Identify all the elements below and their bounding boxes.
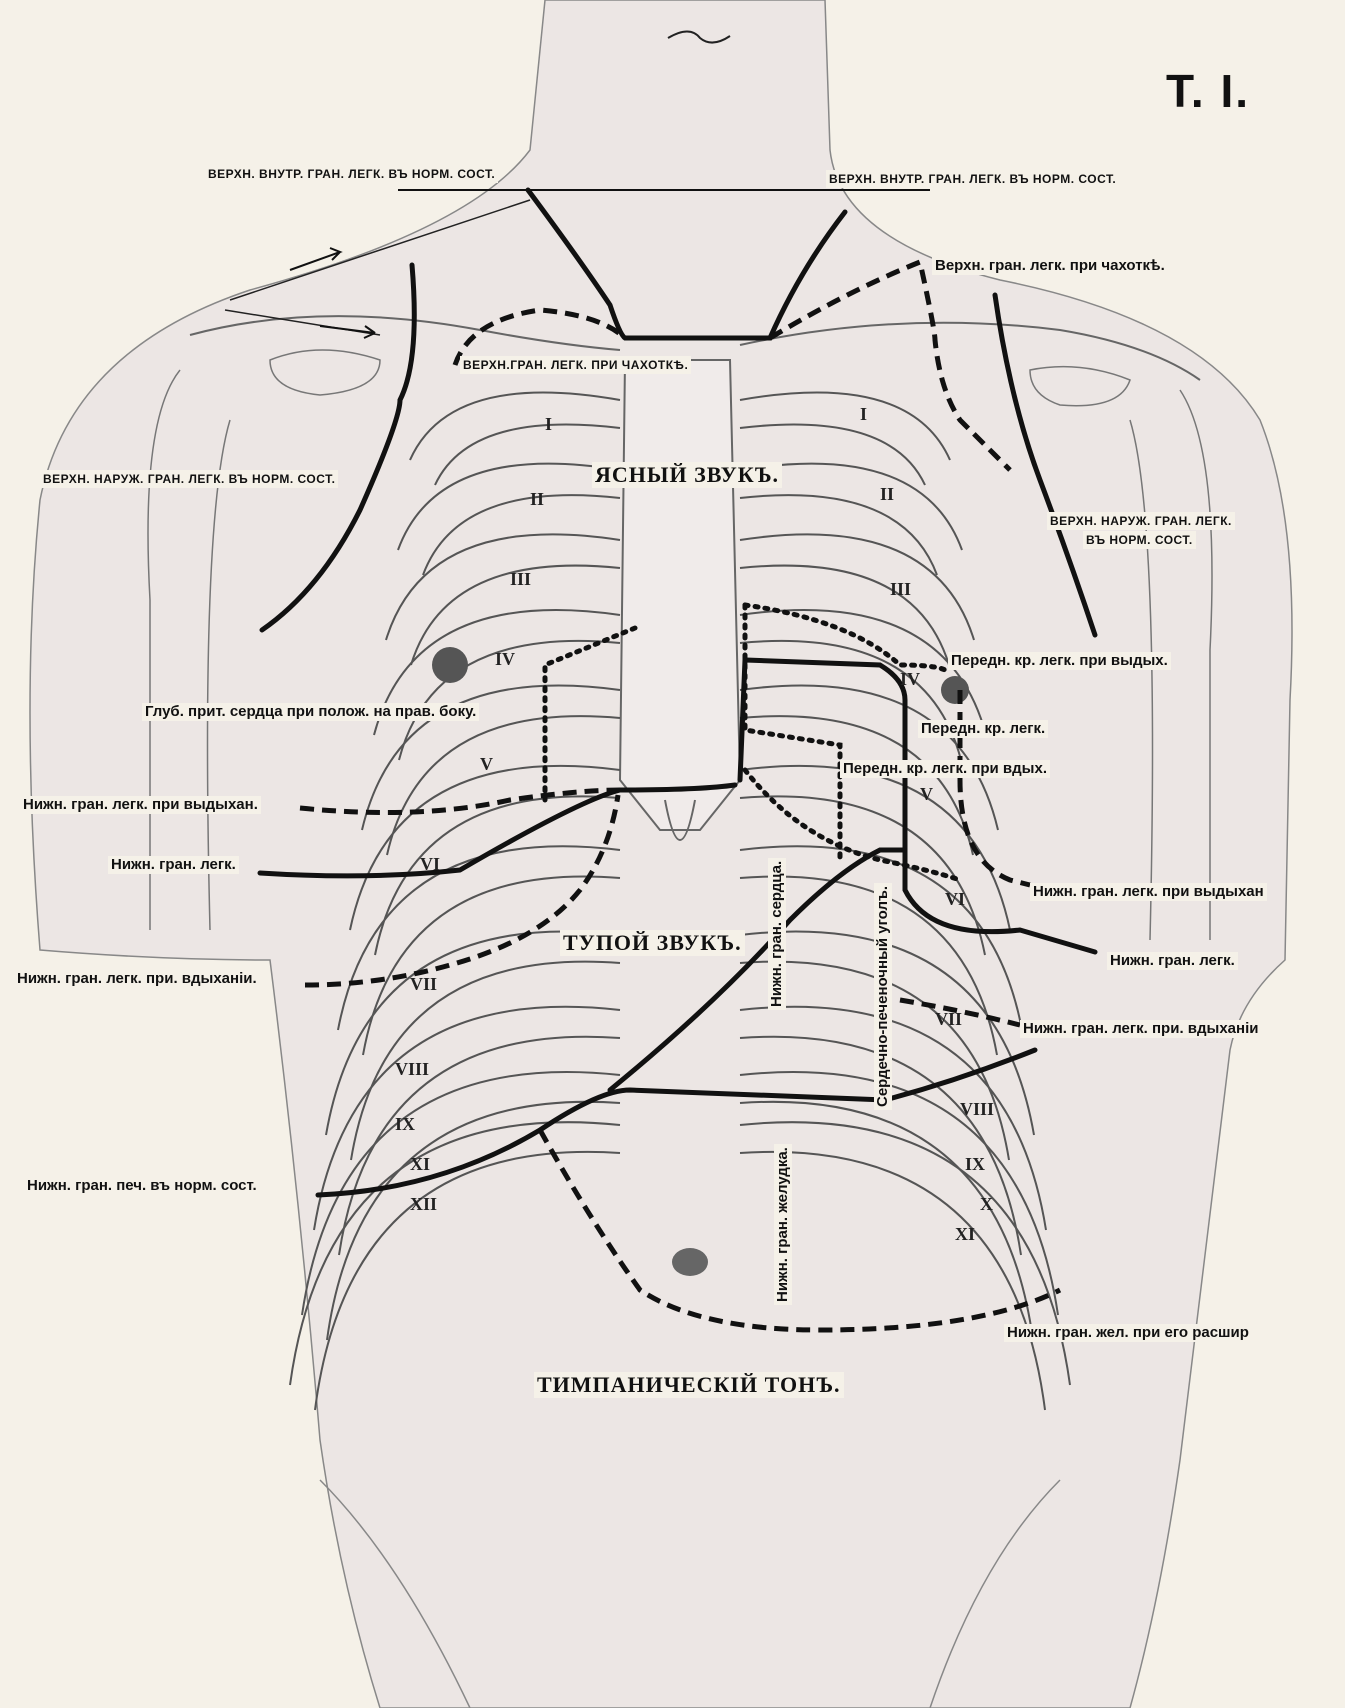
right-nipple (432, 647, 468, 683)
lower-inhale-left-label: Нижн. гран. легк. при. вдыханіи (1020, 1020, 1261, 1038)
upper-outer-left-label-line1: ВЕРХН. НАРУЖ. ГРАН. ЛЕГК. (1047, 512, 1235, 530)
rib-numeral-right: VIII (395, 1059, 429, 1079)
rib-numeral-left: VIII (960, 1099, 994, 1119)
cardiohepatic-angle-label: Сердечно-печеночный уголъ. (874, 883, 892, 1110)
lower-exhale-label: Нижн. гран. легк. при выдыхан. (20, 796, 261, 814)
rib-numeral-left: II (880, 484, 894, 504)
tympanic-tone-label: ТИМПАНИЧЕСКІЙ ТОНЪ. (534, 1372, 844, 1398)
upper-outer-boundary-label: ВЕРХН. НАРУЖ. ГРАН. ЛЕГК. ВЪ НОРМ. СОСТ. (40, 470, 338, 488)
lower-inhale-label: Нижн. гран. легк. при. вдыханіи. (14, 970, 260, 988)
lower-lung-label: Нижн. гран. легк. (108, 856, 239, 874)
rib-numeral-left: IV (900, 669, 920, 689)
rib-numeral-right: XI (410, 1154, 430, 1174)
upper-phthisis-label: Верхн. гран. легк. при чахоткѣ. (932, 257, 1168, 275)
sternum (620, 360, 740, 830)
stomach-dilated-label: Нижн. гран. жел. при его расшир (1004, 1324, 1252, 1342)
stomach-lower-boundary-label: Нижн. гран. желудка. (774, 1144, 792, 1305)
upper-outer-left-label-line2: ВЪ НОРМ. СОСТ. (1083, 531, 1196, 549)
rib-numeral-right: III (510, 569, 531, 589)
rib-numeral-right: VI (420, 854, 440, 874)
upper-inner-boundary-left-label: ВЕРХН. ВНУТР. ГРАН. ЛЕГК. ВЪ НОРМ. СОСТ. (826, 170, 1119, 188)
anterior-edge-label: Передн. кр. легк. (918, 720, 1048, 738)
rib-numeral-left: VII (935, 1009, 962, 1029)
clear-sound-label: ЯСНЫЙ ЗВУКЪ. (592, 462, 782, 488)
rib-numeral-right: II (530, 489, 544, 509)
rib-numeral-right: IV (495, 649, 515, 669)
heart-lower-boundary-label: Нижн. гран. сердца. (768, 858, 786, 1010)
rib-numeral-right: I (545, 414, 552, 434)
rib-numeral-left: IX (965, 1154, 985, 1174)
rib-numeral-right: V (480, 754, 493, 774)
rib-numeral-right: IX (395, 1114, 415, 1134)
heart-dullness-label: Глуб. прит. сердца при полож. на прав. б… (142, 703, 479, 721)
liver-lower-label: Нижн. гран. печ. въ норм. сост. (24, 1177, 260, 1195)
rib-numeral-left: V (920, 784, 933, 804)
lower-exhale-left-label: Нижн. гран. легк. при выдыхан (1030, 883, 1267, 901)
rib-numeral-left: I (860, 404, 867, 424)
navel (672, 1248, 708, 1276)
rib-numeral-right: XII (410, 1194, 437, 1214)
rib-numeral-left: VI (945, 889, 965, 909)
rib-numeral-left: XI (955, 1224, 975, 1244)
anterior-inhale-label: Передн. кр. легк. при вдых. (840, 760, 1050, 778)
rib-numeral-left: X (980, 1194, 993, 1214)
rib-numeral-left: III (890, 579, 911, 599)
dull-sound-label: ТУПОЙ ЗВУКЪ. (560, 930, 745, 956)
plate-number: Т. I. (1166, 64, 1250, 118)
rib-numeral-right: VII (410, 974, 437, 994)
anterior-exhale-label: Передн. кр. легк. при выдых. (948, 652, 1171, 670)
upper-phthisis-center-label: ВЕРХН.ГРАН. ЛЕГК. ПРИ ЧАХОТКѢ. (460, 356, 691, 374)
left-nipple (941, 676, 969, 704)
lower-lung-left-label: Нижн. гран. легк. (1107, 952, 1238, 970)
upper-inner-boundary-label: ВЕРХН. ВНУТР. ГРАН. ЛЕГК. ВЪ НОРМ. СОСТ. (205, 165, 498, 183)
